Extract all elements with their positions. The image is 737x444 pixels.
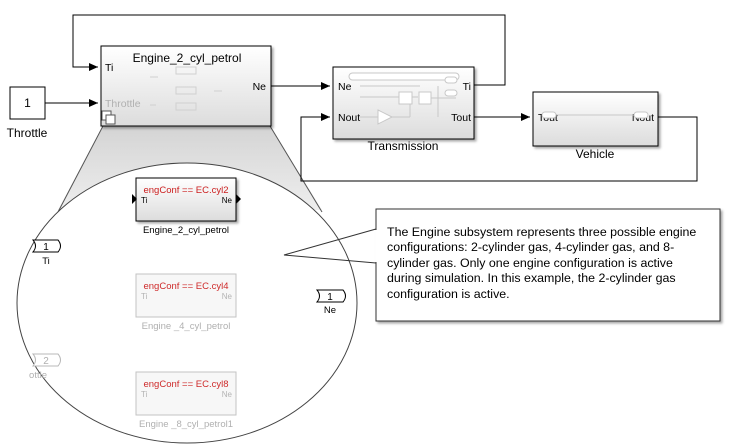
engine-preview [150, 66, 222, 111]
transmission-label: Transmission [368, 139, 439, 153]
variant-2-port-in: Ti [141, 292, 148, 301]
feedback-line-nout [300, 113, 698, 182]
inport-1-number: 1 [43, 242, 49, 253]
transmission-port-ti: Ti [463, 81, 471, 93]
variant-2-port-out: Ne [222, 292, 233, 301]
variant-subsystem-icon [101, 110, 116, 125]
feedback-line-ti [72, 14, 506, 86]
engine-port-throttle: Throttle [105, 98, 141, 110]
variant-1-condition: engConf == EC.cyl2 [143, 185, 228, 196]
inport-2-label: ottle [29, 370, 47, 381]
variant-3-condition: engConf == EC.cyl8 [143, 379, 228, 390]
engine-port-ne: Ne [253, 81, 267, 93]
engine-block[interactable]: Engine_2_cyl_petrol Ti Throttle Ne [100, 45, 272, 127]
vehicle-preview [541, 111, 649, 119]
transmission-port-nout: Nout [338, 112, 360, 124]
constant-label: Throttle [7, 126, 48, 140]
variant-3-name: Engine _8_cyl_petrol1 [139, 419, 233, 430]
variant-engine-4cyl[interactable]: engConf == EC.cyl4 Ti Ne [135, 273, 237, 318]
callout-pointer [283, 228, 377, 264]
outport-1-number: 1 [327, 292, 333, 303]
variant-2-name: Engine _4_cyl_petrol [142, 321, 231, 332]
variant-1-name: Engine_2_cyl_petrol [143, 225, 229, 236]
engine-title: Engine_2_cyl_petrol [133, 51, 242, 65]
transmission-port-tout: Tout [451, 112, 471, 124]
callout-text: The Engine subsystem represents three po… [387, 225, 697, 301]
variant-engine-8cyl[interactable]: engConf == EC.cyl8 Ti Ne [135, 371, 237, 416]
throttle-constant-block[interactable]: 1 [9, 86, 46, 120]
vehicle-label: Vehicle [576, 147, 615, 161]
outport-1[interactable]: 1 [315, 289, 346, 303]
constant-value: 1 [24, 96, 31, 110]
vehicle-block[interactable]: Tout Nout [532, 91, 659, 147]
callout-box [375, 208, 721, 322]
variant-3-port-out: Ne [222, 390, 233, 399]
variant-1-port-out: Ne [222, 196, 233, 205]
inport-1[interactable]: 1 [31, 239, 61, 253]
transmission-port-ne: Ne [338, 81, 352, 93]
inport-2-number: 2 [43, 356, 49, 367]
inport-2[interactable]: 2 [31, 353, 61, 367]
transmission-preview [348, 72, 460, 125]
variant-engine-2cyl[interactable]: engConf == EC.cyl2 Ti Ne [132, 177, 241, 222]
variant-2-condition: engConf == EC.cyl4 [143, 281, 228, 292]
signal-lines [45, 14, 698, 264]
transmission-block[interactable]: Ne Nout Ti Tout [332, 66, 475, 140]
engine-port-ti: Ti [105, 62, 113, 74]
outport-1-label: Ne [324, 305, 336, 316]
variant-3-port-in: Ti [141, 390, 148, 399]
inport-1-label: Ti [42, 256, 50, 267]
variant-1-port-in: Ti [141, 196, 148, 205]
